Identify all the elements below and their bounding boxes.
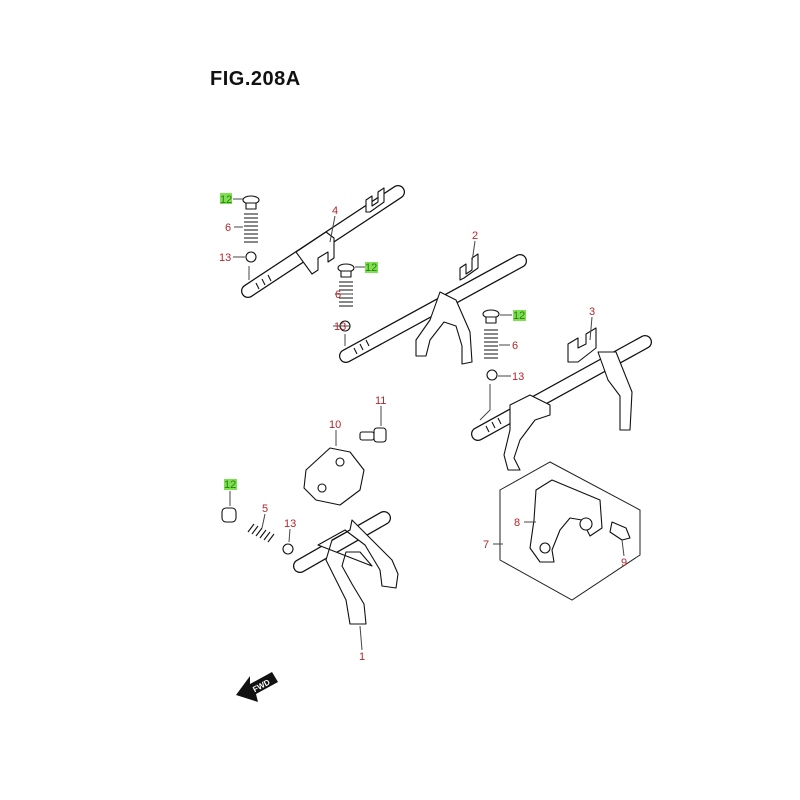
callout-5: 5 [262,503,268,515]
callout-13: 13 [284,518,296,530]
shift-shaft-1 [293,511,399,625]
bolt-11 [359,427,387,443]
callout-1: 1 [359,651,365,663]
callout-3: 3 [589,306,595,318]
callout-13: 13 [512,371,524,383]
shift-shaft-2 [339,253,527,365]
shift-shaft-4 [241,185,405,298]
callout-6: 6 [512,340,518,352]
callout-8: 8 [514,517,520,529]
callout-13: 13 [334,321,346,333]
callout-6: 6 [225,222,231,234]
spring-set-b [337,263,355,346]
bracket-8 [529,479,603,563]
callout-12: 12 [224,479,236,491]
callout-9: 9 [621,557,627,569]
leader-lines [229,198,625,651]
callout-11: 11 [375,395,386,407]
spring-set-c [479,309,500,421]
fwd-arrow-icon [236,672,278,702]
stopper-plate-10 [303,447,365,506]
callout-10: 10 [329,419,341,431]
callout-13: 13 [219,252,231,264]
callout-12: 12 [365,262,377,274]
callout-6: 6 [335,289,341,301]
shift-shaft-3 [471,327,652,471]
callout-12: 12 [220,194,232,206]
figure-title: FIG.208A [210,68,301,90]
pin-9 [609,521,631,541]
spring-set-a [242,195,260,280]
callout-12: 12 [513,310,525,322]
callout-7: 7 [483,539,489,551]
assembly-box-7 [499,461,641,601]
callout-2: 2 [472,230,478,242]
spring-set-d [221,507,294,555]
callout-4: 4 [332,205,338,217]
